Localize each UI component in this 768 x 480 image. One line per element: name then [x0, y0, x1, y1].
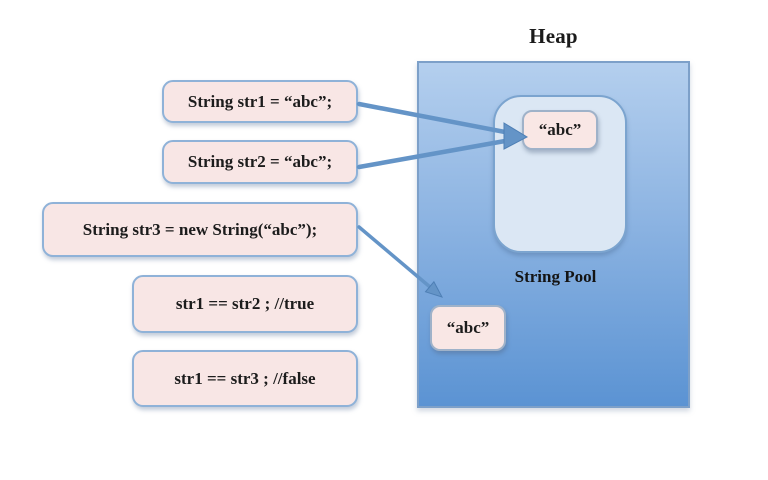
- string-pool-label: String Pool: [514, 267, 597, 286]
- code-box-comparison-true: str1 == str2 ; //true: [132, 275, 358, 333]
- heap-label: Heap: [529, 24, 578, 48]
- code-box-comparison-false: str1 == str3 ; //false: [132, 350, 358, 407]
- pool-string-literal: “abc”: [522, 110, 598, 150]
- heap-region: “abc” String Pool “abc”: [417, 61, 690, 408]
- string-pool-region: “abc”: [493, 95, 627, 253]
- code-box-str3-declaration: String str3 = new String(“abc”);: [42, 202, 358, 257]
- code-box-str1-declaration: String str1 = “abc”;: [162, 80, 358, 123]
- heap-string-object: “abc”: [430, 305, 506, 351]
- code-box-str2-declaration: String str2 = “abc”;: [162, 140, 358, 184]
